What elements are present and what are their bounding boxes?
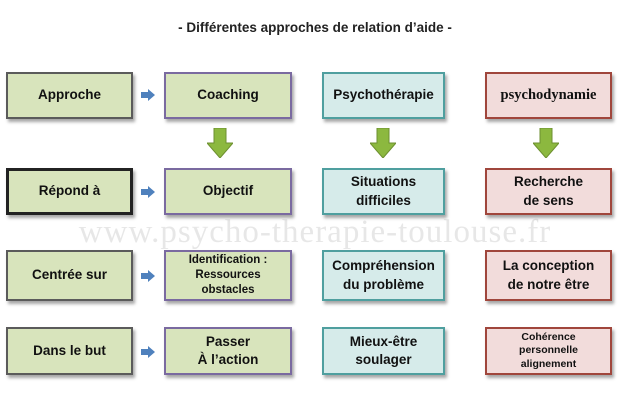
- cell-recherche-de-sens: Recherche de sens: [485, 168, 612, 215]
- row-label-dans-le-but: Dans le but: [6, 327, 133, 375]
- cell-psychotherapie: Psychothérapie: [322, 72, 445, 119]
- row-label-repond-a: Répond à: [6, 168, 133, 215]
- cell-comprehension: Compréhension du problème: [322, 250, 445, 301]
- cell-passer-action: Passer À l’action: [164, 327, 292, 375]
- right-arrow-icon: [141, 346, 155, 358]
- right-arrow-icon: [141, 186, 155, 198]
- cell-coaching: Coaching: [164, 72, 292, 119]
- diagram-title: - Différentes approches de relation d’ai…: [178, 20, 452, 35]
- right-arrow-icon: [141, 89, 155, 101]
- row-label-centree-sur: Centrée sur: [6, 250, 133, 301]
- cell-coherence: Cohérence personnelle alignement: [485, 327, 612, 375]
- cell-objectif: Objectif: [164, 168, 292, 215]
- row-label-approche: Approche: [6, 72, 133, 119]
- cell-psychodynamie: psychodynamie: [485, 72, 612, 119]
- down-arrow-icon: [207, 128, 233, 158]
- cell-mieux-etre: Mieux-être soulager: [322, 327, 445, 375]
- cell-situations-difficiles: Situations difficiles: [322, 168, 445, 215]
- cell-conception: La conception de notre être: [485, 250, 612, 301]
- watermark: www.psycho-therapie-toulouse.fr: [78, 214, 552, 250]
- cell-identification: Identification : Ressources obstacles: [164, 250, 292, 301]
- down-arrow-icon: [533, 128, 559, 158]
- down-arrow-icon: [370, 128, 396, 158]
- right-arrow-icon: [141, 270, 155, 282]
